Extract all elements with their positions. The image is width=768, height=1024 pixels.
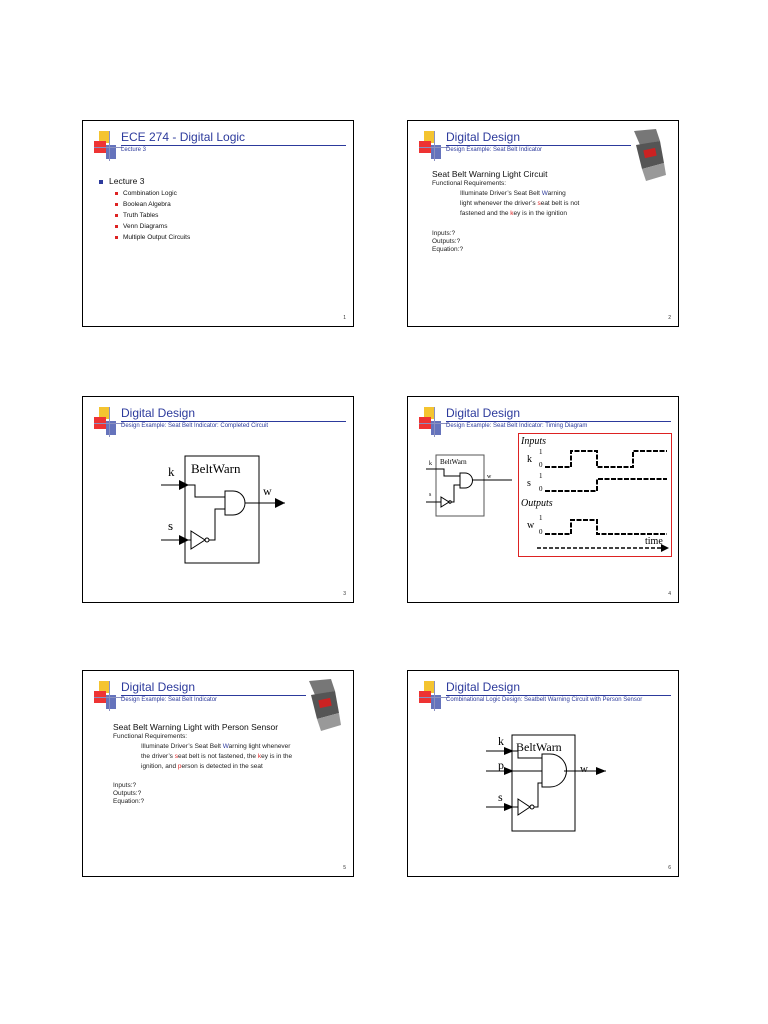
slide-3: Digital Design Design Example: Seat Belt…	[82, 396, 354, 603]
slide-4: Digital Design Design Example: Seat Belt…	[407, 396, 679, 603]
inputs-text: Inputs:?	[113, 782, 137, 789]
level-zero: 0	[539, 528, 543, 536]
level-zero: 0	[539, 461, 543, 469]
signal-label-w: w	[527, 520, 535, 531]
slide-title: Digital Design	[446, 406, 521, 420]
level-one: 1	[539, 472, 543, 480]
slide-5: Digital Design Design Example: Seat Belt…	[82, 670, 354, 877]
slide-2: Digital Design Design Example: Seat Belt…	[407, 120, 679, 327]
output-label-w: w	[487, 474, 492, 480]
requirement-line: Illuminate Driver’s Seat Belt Warning	[460, 190, 566, 197]
slide-subtitle: Design Example: Seat Belt Indicator	[446, 147, 543, 153]
sub-bullet: Multiple Output Circuits	[97, 232, 190, 243]
slide-heading: Seat Belt Warning Light Circuit	[432, 169, 548, 179]
seatbelt-buckle-icon	[309, 679, 341, 731]
requirement-line: Illuminate Driver’s Seat Belt Warning li…	[141, 743, 291, 750]
requirements-label: Functional Requirements:	[113, 733, 188, 740]
logo-icon	[94, 131, 124, 161]
input-label-k: k	[168, 464, 175, 479]
slide-subtitle: Combinational Logic Design: Seatbelt War…	[446, 697, 643, 703]
signal-label-k: k	[527, 454, 532, 465]
input-label-s: s	[168, 518, 173, 533]
time-label: time	[645, 536, 663, 547]
equation-text: Equation:?	[113, 798, 145, 805]
inputs-label: Inputs	[520, 436, 546, 447]
block-label: BeltWarn	[440, 458, 467, 466]
bullet-item: Lecture 3	[97, 175, 190, 188]
page-number: 4	[668, 591, 671, 597]
slide-title: Digital Design	[121, 406, 196, 420]
beltwarn-circuit-small: BeltWarn k s w	[426, 454, 512, 517]
input-label-s: s	[429, 492, 432, 498]
level-zero: 0	[539, 485, 543, 493]
outputs-label: Outputs	[521, 498, 553, 509]
requirements-label: Functional Requirements:	[432, 180, 507, 187]
output-label-w: w	[263, 484, 272, 498]
requirement-line: light whenever the driver’s seat belt is…	[460, 200, 580, 207]
signal-label-s: s	[527, 478, 531, 489]
slide-subtitle: Design Example: Seat Belt Indicator: Com…	[121, 423, 269, 429]
sub-bullet: Boolean Algebra	[97, 199, 190, 210]
logo-icon	[94, 407, 124, 437]
requirement-line: the driver’s seat belt is not fastened, …	[141, 753, 293, 760]
output-label-w: w	[580, 763, 588, 775]
page-number: 1	[343, 315, 346, 321]
slide-subtitle: Design Example: Seat Belt Indicator	[121, 697, 218, 703]
logo-icon	[419, 131, 449, 161]
requirement-line: fastened and the key is in the ignition	[460, 210, 567, 217]
seatbelt-buckle-icon	[634, 129, 666, 181]
input-label-k: k	[498, 734, 504, 748]
block-label: BeltWarn	[191, 461, 241, 476]
slide-title: Digital Design	[446, 680, 521, 694]
outputs-text: Outputs:?	[432, 238, 461, 245]
timing-diagram: Inputs 1 k 0 1 s 0 Outputs 1 w 0 time	[518, 433, 672, 557]
sub-bullet: Combination Logic	[97, 188, 190, 199]
input-label-k: k	[429, 461, 432, 467]
logo-icon	[419, 681, 449, 711]
slide-subtitle: Lecture 3	[121, 147, 147, 153]
page-number: 2	[668, 315, 671, 321]
beltwarn-circuit-diagram: BeltWarn k s w	[161, 455, 285, 564]
block-label: BeltWarn	[516, 740, 562, 754]
level-one: 1	[539, 514, 543, 522]
page-number: 3	[343, 591, 346, 597]
equation-text: Equation:?	[432, 246, 464, 253]
page-number: 5	[343, 865, 346, 871]
input-label-p: p	[498, 758, 504, 772]
slide-1: ECE 274 - Digital Logic Lecture 3 Lectur…	[82, 120, 354, 327]
beltwarn-person-circuit-diagram: BeltWarn k p s w	[486, 734, 606, 832]
outputs-text: Outputs:?	[113, 790, 142, 797]
inputs-text: Inputs:?	[432, 230, 456, 237]
slide-heading: Seat Belt Warning Light with Person Sens…	[113, 722, 279, 732]
input-label-s: s	[498, 790, 503, 804]
slide-title: Digital Design	[121, 680, 196, 694]
logo-icon	[94, 681, 124, 711]
sub-bullet: Truth Tables	[97, 210, 190, 221]
logo-icon	[419, 407, 449, 437]
requirement-line: ignition, and person is detected in the …	[141, 763, 263, 770]
slide-6: Digital Design Combinational Logic Desig…	[407, 670, 679, 877]
slide-title: ECE 274 - Digital Logic	[121, 130, 246, 144]
bullet-list: Lecture 3 Combination Logic Boolean Alge…	[97, 175, 190, 243]
sub-bullet: Venn Diagrams	[97, 221, 190, 232]
slide-subtitle: Design Example: Seat Belt Indicator: Tim…	[446, 423, 588, 429]
slide-title: Digital Design	[446, 130, 521, 144]
page-number: 6	[668, 865, 671, 871]
level-one: 1	[539, 448, 543, 456]
